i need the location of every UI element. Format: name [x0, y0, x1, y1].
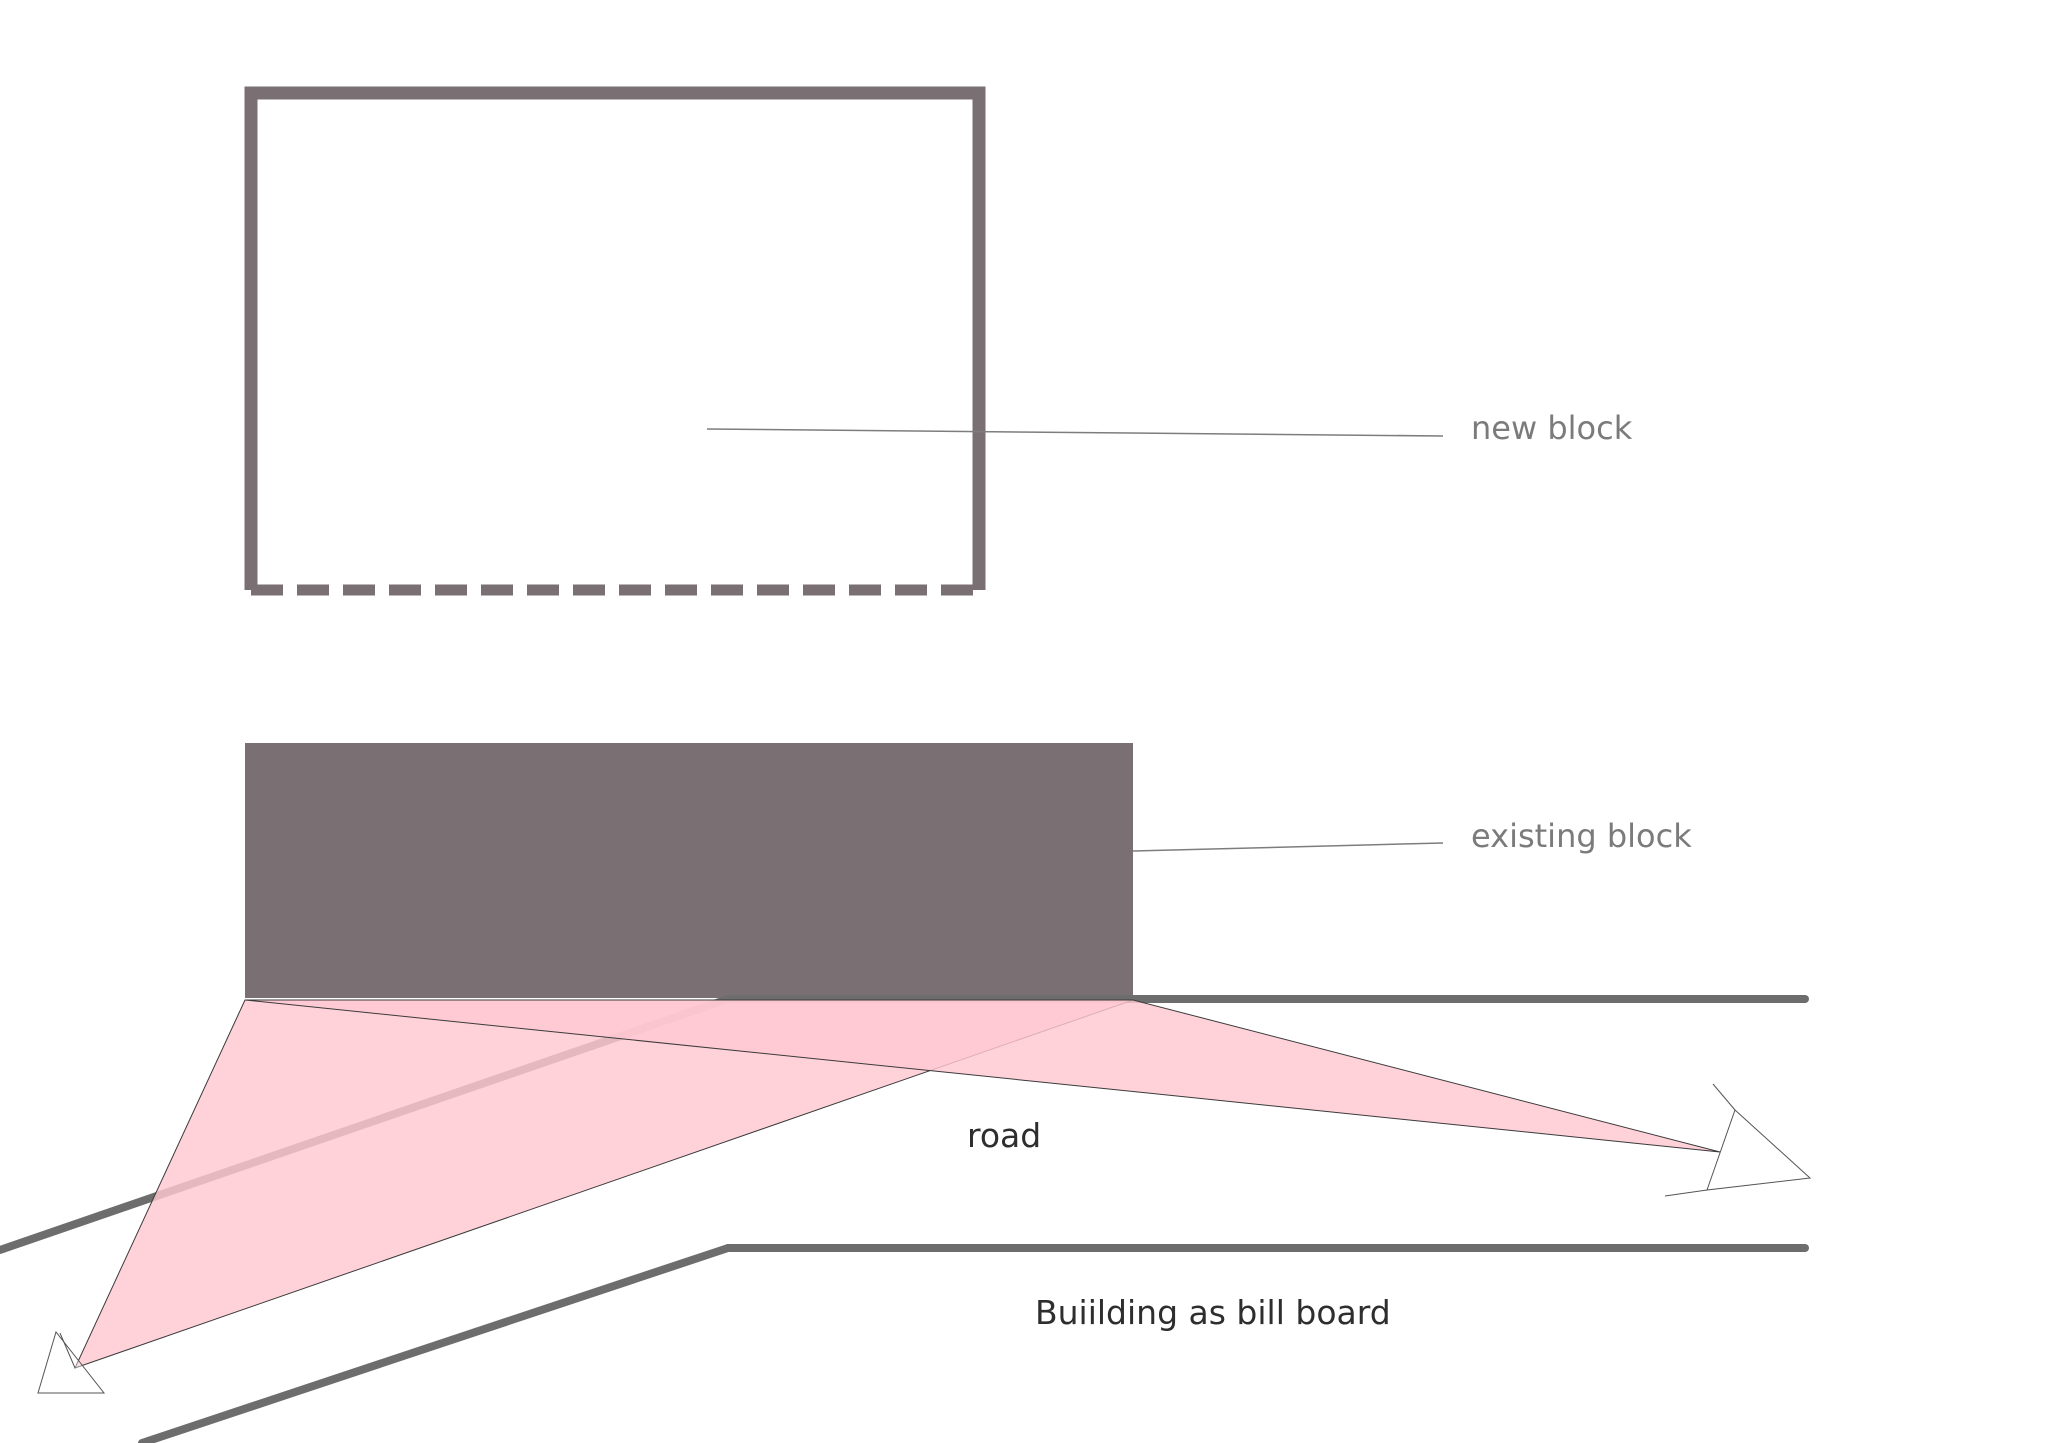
existing-block-label: existing block [1471, 817, 1692, 855]
new-block-outline [244, 86, 986, 590]
existing-block [245, 743, 1133, 998]
viewer-left-ray-icon [59, 1332, 76, 1369]
road-edge-bottom-diagonal [138, 1244, 732, 1443]
view-cone-right [244, 999, 1721, 1153]
road-label: road [967, 1116, 1042, 1155]
new-block-leader [706, 428, 1444, 437]
existing-block-leader [1132, 842, 1444, 852]
viewer-right-ray-b-icon [1664, 1189, 1708, 1197]
new-block [244, 86, 986, 596]
new-block-label: new block [1471, 409, 1633, 447]
viewer-left-icon [37, 1330, 106, 1394]
diagram-caption: Buiilding as bill board [1035, 1293, 1391, 1332]
viewer-right-ray-a-icon [1712, 1083, 1736, 1111]
viewer-right-icon [1706, 1109, 1812, 1191]
view-cones [74, 999, 1721, 1369]
